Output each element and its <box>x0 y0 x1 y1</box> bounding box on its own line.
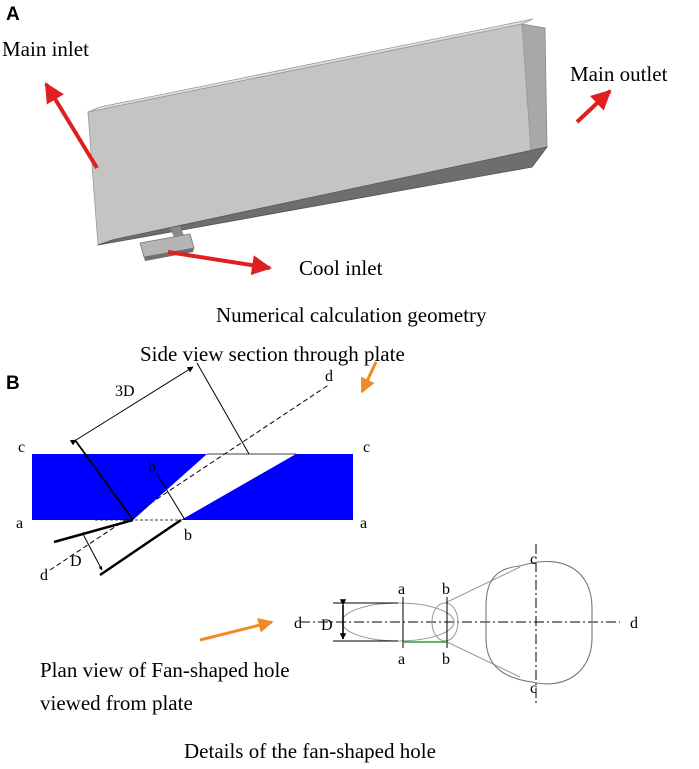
plan-label-c-bottom: c <box>530 680 537 697</box>
side-label-b-bottom: b <box>184 527 192 544</box>
main-channel-block <box>87 18 548 246</box>
plan-label-d-left: d <box>294 615 302 632</box>
cooling-hole-passage <box>133 454 296 520</box>
side-label-a-left: a <box>16 515 23 532</box>
side-label-d-bottom: d <box>40 567 48 584</box>
plan-label-a-bottom: a <box>398 651 405 668</box>
cool-inlet-block <box>139 226 195 261</box>
side-view-title: Side view section through plate <box>140 342 405 366</box>
main-inlet-label: Main inlet <box>2 37 89 61</box>
plan-label-b-top: b <box>442 581 450 598</box>
cool-inlet-arrow <box>167 250 272 276</box>
side-label-d-top: d <box>325 368 333 385</box>
plan-view: d d D a a b b c c <box>294 544 638 705</box>
cool-inlet-label: Cool inlet <box>299 256 383 280</box>
main-outlet-arrow <box>575 89 612 124</box>
side-label-c-left: c <box>18 439 25 456</box>
panel-b-caption: Details of the fan-shaped hole <box>184 739 436 763</box>
plan-label-d-right: d <box>630 615 638 632</box>
panel-a-letter: A <box>6 4 20 25</box>
panel-a-caption: Numerical calculation geometry <box>216 303 487 327</box>
side-view-section: c c a a b b d d 3D D <box>16 362 370 584</box>
dimension-3d <box>69 366 194 446</box>
hole-fan-outlet <box>485 561 593 685</box>
plan-view-pointer-arrow <box>199 617 274 642</box>
panel-a: A Main inlet Main outlet Cool inlet Nume… <box>2 4 668 327</box>
side-label-diameter: D <box>70 553 82 570</box>
side-view-pointer-arrow <box>360 361 378 394</box>
dimension-d-side <box>80 531 103 571</box>
main-outlet-label: Main outlet <box>570 62 668 86</box>
side-label-b-top: b <box>148 459 156 476</box>
plan-view-caption-line1: Plan view of Fan-shaped hole <box>40 658 290 682</box>
panel-b-letter: B <box>6 373 20 394</box>
plan-view-caption-line2: viewed from plate <box>40 691 193 715</box>
main-inlet-arrow <box>44 82 99 170</box>
plan-label-b-bottom: b <box>442 651 450 668</box>
plan-label-diameter: D <box>321 617 333 634</box>
side-label-c-right: c <box>363 439 370 456</box>
panel-b: B Side view section through plate c c a <box>6 342 638 763</box>
side-label-3d: 3D <box>115 383 135 400</box>
plan-label-c-top: c <box>530 551 537 568</box>
plan-label-a-top: a <box>398 581 405 598</box>
side-label-a-right: a <box>360 515 367 532</box>
